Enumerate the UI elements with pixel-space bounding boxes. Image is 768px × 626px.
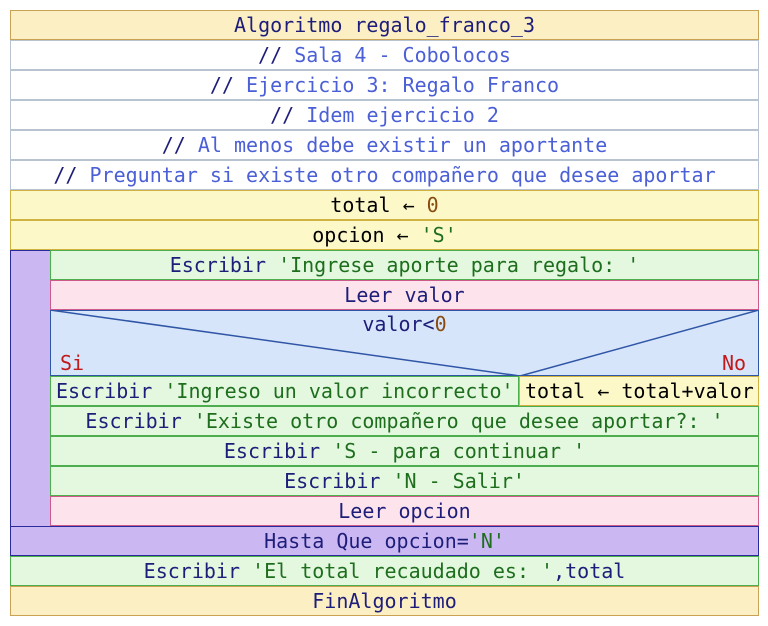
- assign-var: total: [330, 193, 391, 217]
- escribir-rest: ,total: [553, 559, 626, 583]
- assign-arrow: ←: [396, 223, 409, 247]
- assign-opcion-block: opcion ← 'S': [10, 220, 759, 250]
- comment-line-3: // Idem ejercicio 2: [10, 100, 759, 130]
- escribir-string: 'Ingrese aporte para regalo: ': [278, 253, 640, 277]
- escribir-keyword: Escribir: [223, 439, 321, 463]
- assign-value: 0: [426, 193, 439, 217]
- condition-block: [50, 310, 759, 376]
- assign-var: opcion: [312, 223, 385, 247]
- comment-text: Al menos debe existir un aportante: [197, 133, 608, 157]
- assign-total-block: total ← 0: [10, 190, 759, 220]
- comment-marker: //: [270, 103, 295, 127]
- algorithm-footer: FinAlgoritmo: [10, 586, 759, 616]
- escribir-keyword: Escribir: [143, 559, 240, 583]
- hasta-que-block: Hasta Que opcion='N': [10, 526, 759, 556]
- escribir-string: 'El total recaudado es: ': [252, 559, 554, 583]
- branch-si-label: Si: [60, 351, 85, 375]
- escribir-keyword: Escribir: [284, 469, 381, 493]
- comment-marker: //: [53, 163, 78, 187]
- condition-number: 0: [434, 312, 447, 336]
- escribir-total-block: Escribir 'El total recaudado es: ',total: [10, 556, 759, 586]
- escribir-string: 'N - Salir': [392, 469, 525, 493]
- condition-diagonals: [50, 310, 759, 376]
- comment-line-1: // Sala 4 - Cobolocos: [10, 40, 759, 70]
- comment-marker: //: [258, 43, 283, 67]
- escribir-string: 'S - para continuar ': [332, 439, 586, 463]
- comment-text: Preguntar si existe otro compañero que d…: [89, 163, 716, 187]
- escribir-string: 'Existe otro compañero que desee aportar…: [193, 409, 724, 433]
- comment-line-5: // Preguntar si existe otro compañero qu…: [10, 160, 759, 190]
- escribir-n-block: Escribir 'N - Salir': [50, 466, 759, 496]
- comment-line-4: // Al menos debe existir un aportante: [10, 130, 759, 160]
- comment-marker: //: [161, 133, 186, 157]
- escribir-string: 'Ingreso un valor incorrecto': [164, 379, 514, 403]
- hasta-string: 'N': [468, 529, 505, 553]
- condition-left: valor<: [362, 312, 435, 336]
- escribir-keyword: Escribir: [85, 409, 182, 433]
- escribir-otro-block: Escribir 'Existe otro compañero que dese…: [50, 406, 759, 436]
- comment-text: Ejercicio 3: Regalo Franco: [246, 73, 560, 97]
- escribir-aporte-block: Escribir 'Ingrese aporte para regalo: ': [50, 250, 759, 280]
- comment-line-2: // Ejercicio 3: Regalo Franco: [10, 70, 759, 100]
- assign-value: 'S': [420, 223, 457, 247]
- assign-sum-block: total ← total+valor: [519, 376, 759, 406]
- escribir-keyword: Escribir: [169, 253, 267, 277]
- comment-marker: //: [209, 73, 234, 97]
- escribir-keyword: Escribir: [56, 379, 153, 403]
- escribir-s-block: Escribir 'S - para continuar ': [50, 436, 759, 466]
- algorithm-header: Algoritmo regalo_franco_3: [10, 10, 759, 40]
- escribir-incorrecto-block: Escribir 'Ingreso un valor incorrecto': [50, 376, 519, 406]
- comment-text: Sala 4 - Cobolocos: [294, 43, 511, 67]
- leer-valor-block: Leer valor: [50, 280, 759, 310]
- hasta-condition: Hasta Que opcion=: [264, 529, 469, 553]
- condition-expression: valor<0: [50, 310, 759, 339]
- branch-no-label: No: [722, 351, 747, 375]
- repeat-loop-bar: [10, 250, 50, 556]
- comment-text: Idem ejercicio 2: [306, 103, 499, 127]
- assign-arrow: ←: [402, 193, 415, 217]
- leer-opcion-block: Leer opcion: [50, 496, 759, 526]
